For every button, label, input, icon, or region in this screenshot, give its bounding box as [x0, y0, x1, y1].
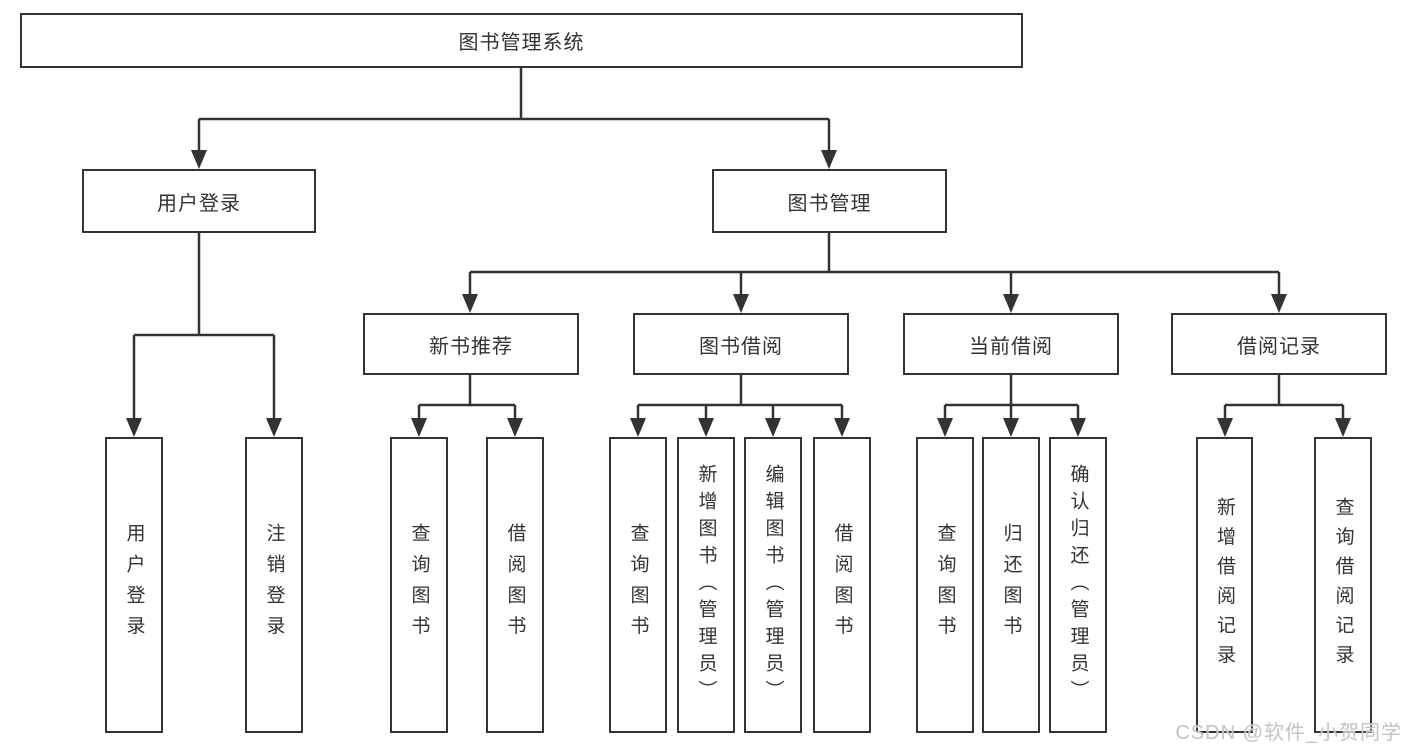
- node-book-borrow: 图书借阅: [633, 313, 849, 375]
- node-book-management-label: 图书管理: [787, 192, 872, 215]
- arrow-down-icon: [630, 418, 646, 437]
- leaf-logout: 注销登录: [245, 437, 303, 733]
- leaf-query-books-recommend-label: 查询图书: [408, 523, 430, 647]
- leaf-borrow-books-recommend: 借阅图书: [486, 437, 544, 733]
- leaf-return-books: 归还图书: [982, 437, 1040, 733]
- arrow-down-icon: [1271, 294, 1287, 313]
- csdn-watermark: CSDN @软件_小贺同学: [1175, 722, 1402, 744]
- arrow-down-icon: [411, 418, 427, 437]
- leaf-edit-books-admin-label: 编辑图书（管理员）: [762, 463, 784, 707]
- arrowhead-group: [126, 150, 1351, 437]
- arrow-down-icon: [126, 418, 142, 437]
- leaf-query-books-current-label: 查询图书: [934, 523, 956, 647]
- leaf-confirm-return-admin-label: 确认归还（管理员）: [1067, 463, 1089, 707]
- arrow-down-icon: [937, 418, 953, 437]
- leaf-user-login-label: 用户登录: [123, 523, 145, 647]
- node-root-label: 图书管理系统: [458, 32, 585, 54]
- arrow-down-icon: [266, 418, 282, 437]
- arrow-down-icon: [191, 150, 207, 169]
- arrow-down-icon: [1003, 418, 1019, 437]
- node-current-borrow-label: 当前借阅: [969, 335, 1053, 358]
- arrow-down-icon: [1070, 418, 1086, 437]
- node-borrow-records: 借阅记录: [1171, 313, 1387, 375]
- node-user-login: 用户登录: [82, 169, 316, 233]
- leaf-borrow-books-label: 借阅图书: [831, 523, 853, 647]
- arrow-down-icon: [698, 418, 714, 437]
- leaf-add-books-admin: 新增图书（管理员）: [677, 437, 735, 733]
- leaf-borrow-books: 借阅图书: [813, 437, 871, 733]
- arrow-down-icon: [834, 418, 850, 437]
- leaf-query-borrow-record-label: 查询借阅记录: [1332, 496, 1354, 674]
- connector-line-group: [132, 68, 1345, 421]
- leaf-query-books-recommend: 查询图书: [390, 437, 448, 733]
- leaf-edit-books-admin: 编辑图书（管理员）: [744, 437, 802, 733]
- node-borrow-records-label: 借阅记录: [1237, 335, 1321, 358]
- leaf-query-books-current: 查询图书: [916, 437, 974, 733]
- arrow-down-icon: [733, 294, 749, 313]
- arrow-down-icon: [1217, 418, 1233, 437]
- leaf-confirm-return-admin: 确认归还（管理员）: [1049, 437, 1107, 733]
- arrow-down-icon: [1335, 418, 1351, 437]
- arrow-down-icon: [765, 418, 781, 437]
- node-user-login-label: 用户登录: [157, 192, 241, 215]
- leaf-return-books-label: 归还图书: [1000, 523, 1022, 647]
- leaf-add-borrow-record-label: 新增借阅记录: [1214, 496, 1235, 674]
- leaf-query-borrow-record: 查询借阅记录: [1314, 437, 1372, 733]
- node-book-borrow-label: 图书借阅: [699, 335, 783, 358]
- arrow-down-icon: [821, 150, 837, 169]
- leaf-user-login: 用户登录: [105, 437, 163, 733]
- leaf-logout-label: 注销登录: [263, 523, 285, 647]
- leaf-add-books-admin-label: 新增图书（管理员）: [695, 463, 717, 707]
- leaf-add-borrow-record: 新增借阅记录: [1196, 437, 1253, 733]
- arrow-down-icon: [462, 294, 478, 313]
- node-new-book-recommend-label: 新书推荐: [429, 335, 513, 358]
- node-new-book-recommend: 新书推荐: [363, 313, 579, 375]
- leaf-query-books-borrow-label: 查询图书: [627, 523, 649, 647]
- node-current-borrow: 当前借阅: [903, 313, 1119, 375]
- leaf-query-books-borrow: 查询图书: [609, 437, 667, 733]
- node-root: 图书管理系统: [20, 13, 1023, 68]
- arrow-down-icon: [507, 418, 523, 437]
- leaf-borrow-books-recommend-label: 借阅图书: [504, 523, 526, 647]
- node-book-management: 图书管理: [712, 169, 947, 233]
- arrow-down-icon: [1003, 294, 1019, 313]
